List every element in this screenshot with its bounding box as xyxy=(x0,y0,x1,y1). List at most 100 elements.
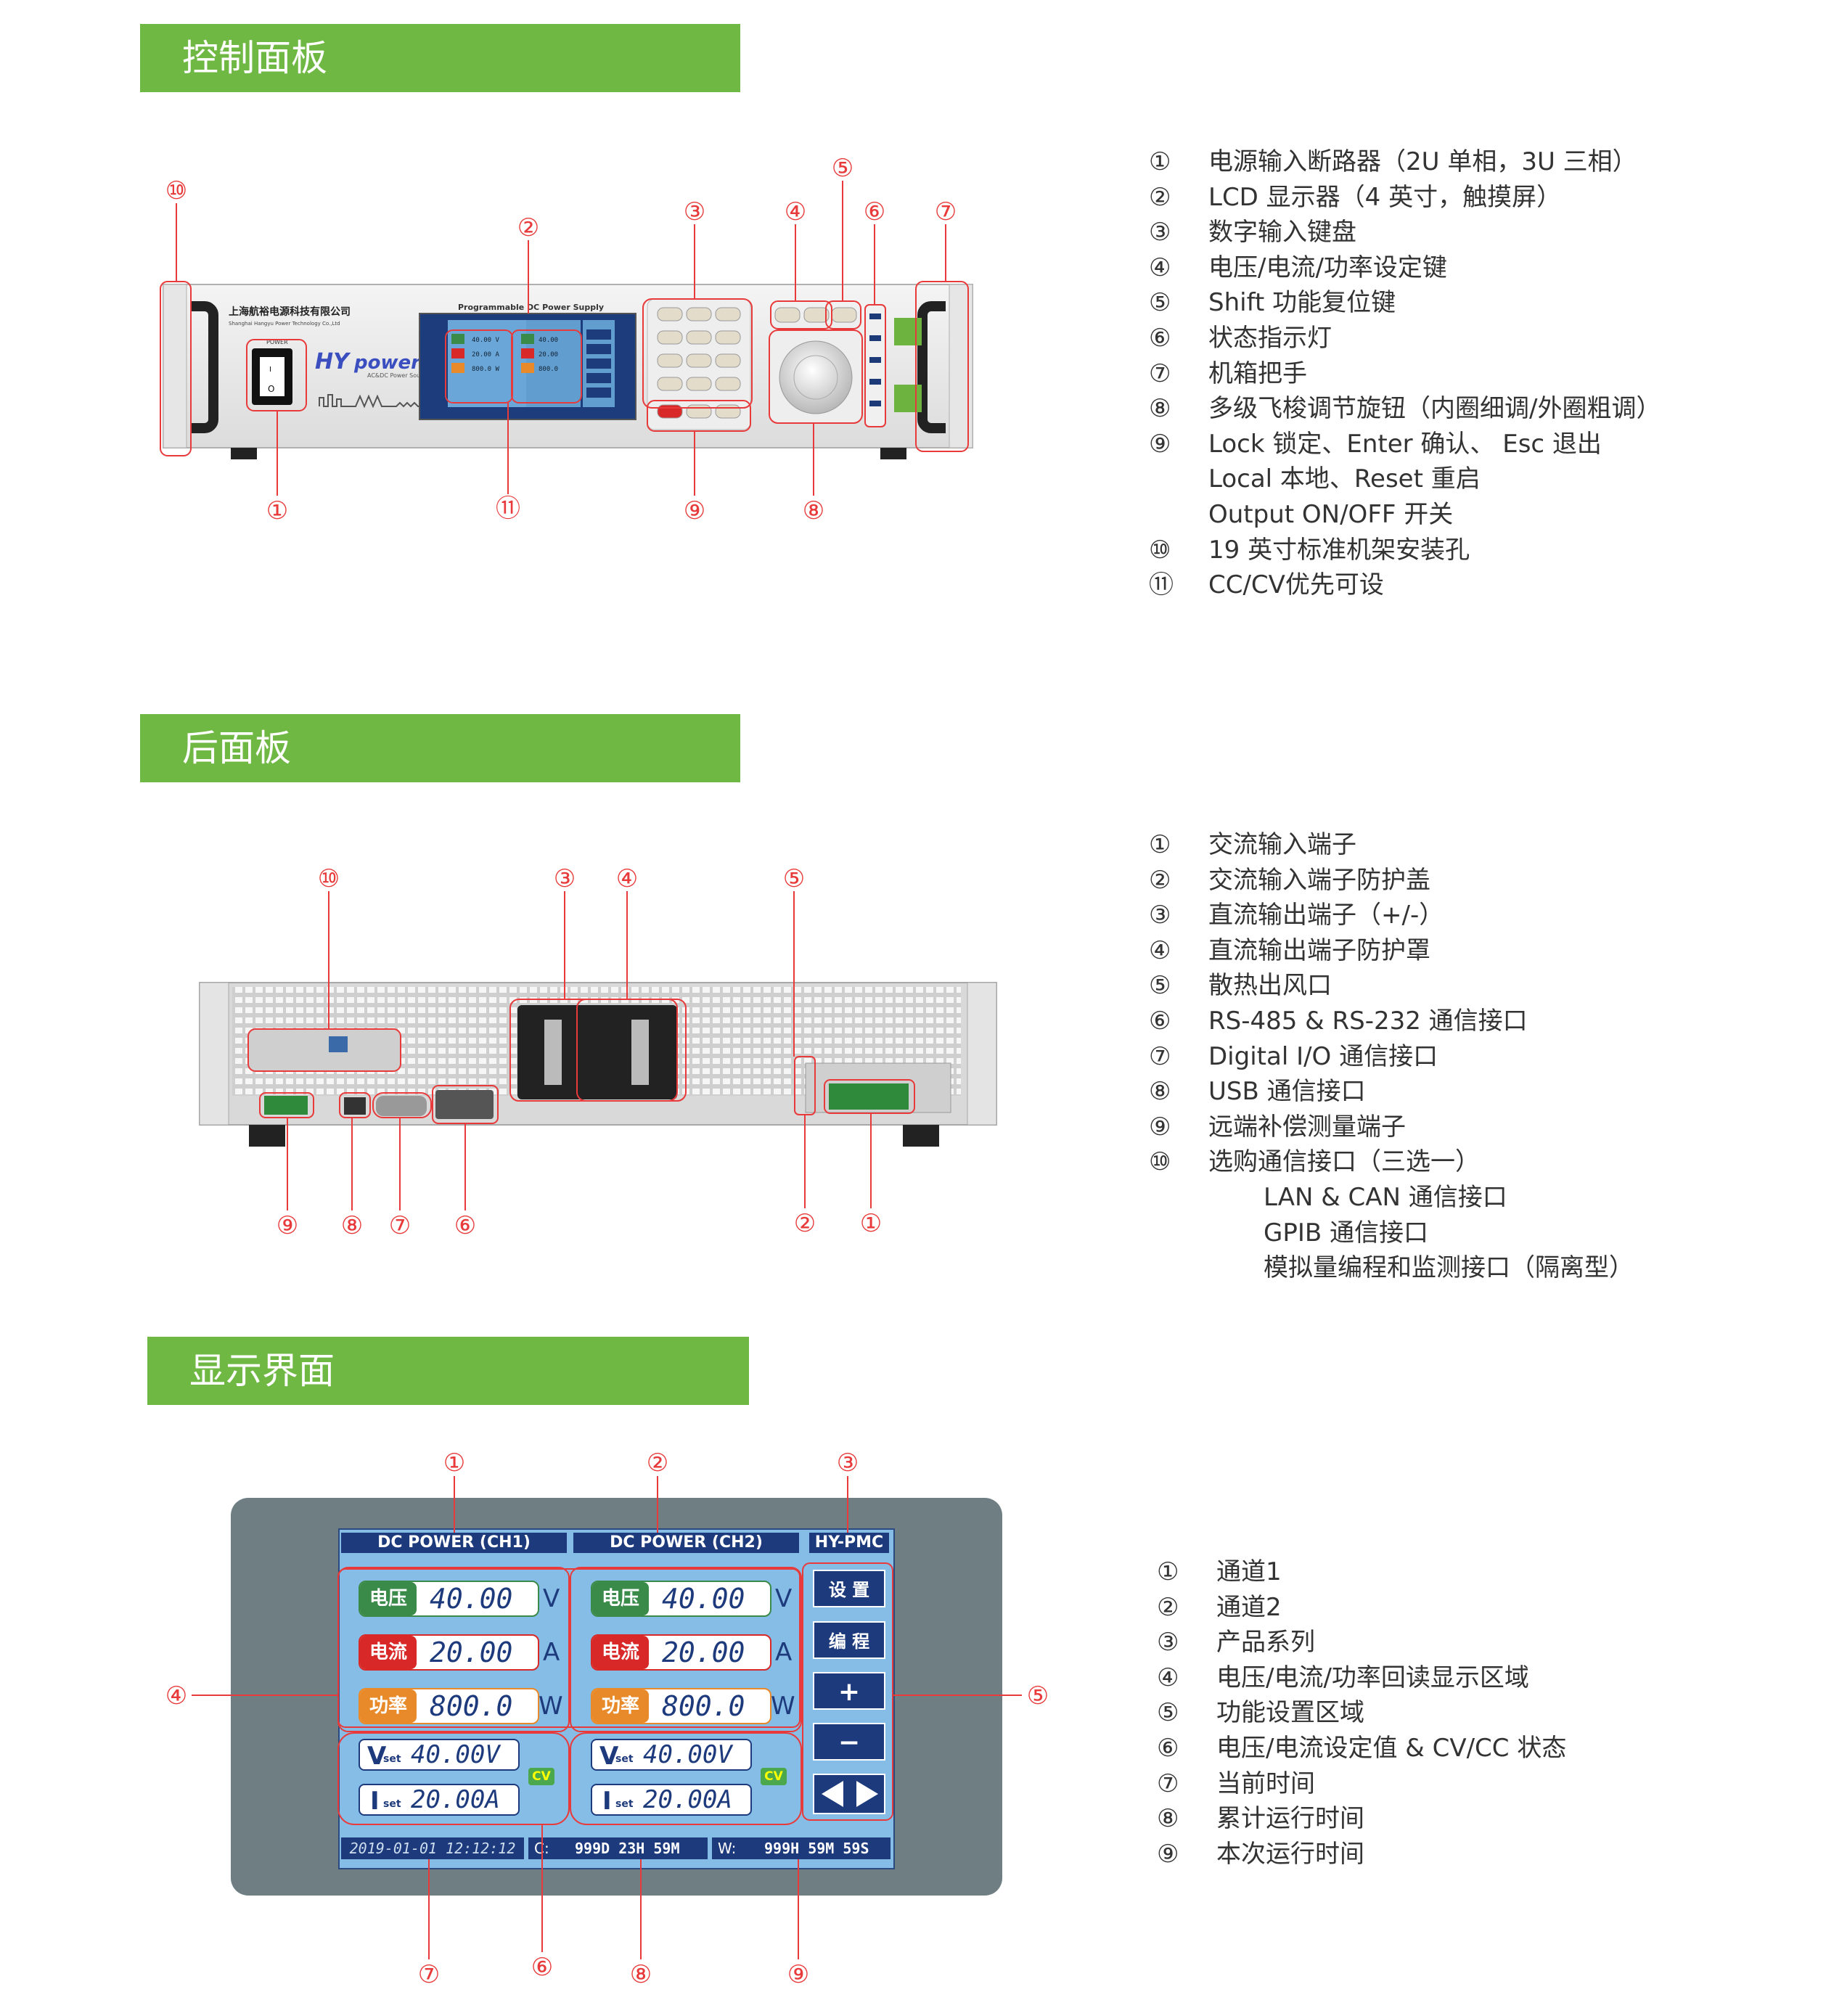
callout-box-7 xyxy=(915,281,969,452)
rack-ear-right xyxy=(949,284,973,448)
callout-number: ⑦ xyxy=(418,1960,440,1989)
voltage-unit: V xyxy=(775,1584,793,1613)
voltage-value: 40.00 xyxy=(430,1583,513,1615)
svg-text:20.00 A: 20.00 A xyxy=(472,351,500,358)
callout-number: ⑤ xyxy=(783,864,805,893)
settings-button[interactable]: 设 置 xyxy=(813,1570,885,1607)
voltage-value: 40.00 xyxy=(662,1583,745,1615)
rack-ear-left xyxy=(163,284,187,448)
callout-number: ① xyxy=(860,1209,882,1238)
svg-text:20.00: 20.00 xyxy=(539,351,558,358)
current-label: 电流 xyxy=(360,1636,417,1669)
ch1-vset: V set 40.00V xyxy=(359,1739,520,1771)
callout-box-1 xyxy=(246,339,307,411)
section-header-rear: 后面板 xyxy=(140,714,740,782)
plus-button[interactable]: + xyxy=(813,1672,885,1710)
callout-number: ⑧ xyxy=(803,496,824,525)
vset-value: 40.00V xyxy=(411,1740,500,1769)
ac-input-cover xyxy=(805,1062,951,1113)
ch2-iset: I set 20.00A xyxy=(591,1784,752,1816)
svg-text:800.0: 800.0 xyxy=(539,366,558,373)
callout-number: ③ xyxy=(837,1449,859,1478)
series-title: HY-PMC xyxy=(809,1533,889,1553)
legend-item: Output ON/OFF 开关 xyxy=(1208,499,1454,529)
callout-number: ⑦ xyxy=(389,1211,411,1240)
foot-right xyxy=(903,1125,939,1147)
callout-number: ⑨ xyxy=(787,1960,809,1989)
handle-right-icon xyxy=(917,301,946,433)
svg-text:40.00: 40.00 xyxy=(539,337,558,344)
callout-number: ⑤ xyxy=(832,154,853,183)
arrow-buttons xyxy=(813,1774,885,1814)
voltage-label: 电压 xyxy=(592,1582,649,1615)
callout-number: ② xyxy=(517,213,539,242)
callout-number: ⑨ xyxy=(684,496,705,525)
power-label: 功率 xyxy=(592,1689,649,1723)
callout-number: ⑩ xyxy=(165,176,187,205)
ch2-mode-badge: CV xyxy=(761,1768,787,1785)
foot-right xyxy=(880,448,906,459)
ch2-voltage-readout: 电压 40.00 xyxy=(591,1581,771,1617)
digital-io-port xyxy=(376,1096,427,1116)
power-switch xyxy=(252,348,292,405)
qr-code-icon xyxy=(894,318,922,345)
legend-item: Local 本地、Reset 重启 xyxy=(1208,464,1481,494)
legend-item: 模拟量编程和监测接口（隔离型） xyxy=(1264,1253,1634,1283)
minus-button[interactable]: − xyxy=(813,1723,885,1761)
ch1-iset: I set 20.00A xyxy=(359,1784,520,1816)
sense-terminal xyxy=(264,1096,308,1115)
current-value: 20.00 xyxy=(430,1636,513,1668)
ch1-voltage-readout: 电压 40.00 xyxy=(359,1581,539,1617)
rack-ear-right xyxy=(967,982,997,1126)
power-value: 800.0 xyxy=(430,1690,513,1722)
keypad-panel xyxy=(647,298,751,430)
left-arrow-icon[interactable] xyxy=(822,1781,843,1807)
rack-ear-left xyxy=(199,982,229,1126)
usb-port xyxy=(344,1097,366,1115)
power-label: 功率 xyxy=(360,1689,417,1723)
ch1-power-readout: 功率 800.0 xyxy=(359,1688,539,1724)
callout-number: ⑥ xyxy=(531,1953,553,1982)
dc-output-terminal xyxy=(517,1005,677,1099)
lcd-screen xyxy=(419,313,636,420)
section-header-display: 显示界面 xyxy=(147,1337,749,1405)
callout-number: ⑧ xyxy=(630,1960,652,1989)
ch2-current-readout: 电流 20.00 xyxy=(591,1634,771,1671)
rear-vent-grille xyxy=(232,987,961,1096)
callout-number: ⑩ xyxy=(318,864,340,893)
program-button[interactable]: 编 程 xyxy=(813,1621,885,1659)
ac-input-terminal xyxy=(829,1083,909,1110)
callout-number: ④ xyxy=(165,1681,187,1710)
callout-number: ④ xyxy=(785,197,806,226)
callout-box-1 xyxy=(824,1079,915,1114)
status-indicator-panel xyxy=(864,304,886,427)
callout-box-3 xyxy=(642,298,753,409)
front-chassis xyxy=(163,284,973,448)
current-time: 2019-01-01 12:12:12 xyxy=(341,1837,524,1859)
callout-box-3 xyxy=(509,999,678,1102)
power-unit: W xyxy=(771,1692,795,1721)
section-title-display: 显示界面 xyxy=(189,1350,335,1392)
session-runtime: W: 999H 59M 59S xyxy=(712,1837,891,1859)
current-unit: A xyxy=(543,1638,560,1667)
callout-number: ① xyxy=(443,1449,465,1478)
vset-value: 40.00V xyxy=(643,1740,732,1769)
right-arrow-icon[interactable] xyxy=(856,1781,878,1807)
cumulative-runtime: C: 999D 23H 59M xyxy=(528,1837,708,1859)
callout-box-11 xyxy=(511,329,582,403)
keypad-keys xyxy=(657,307,857,419)
callout-box-11b xyxy=(445,329,513,403)
